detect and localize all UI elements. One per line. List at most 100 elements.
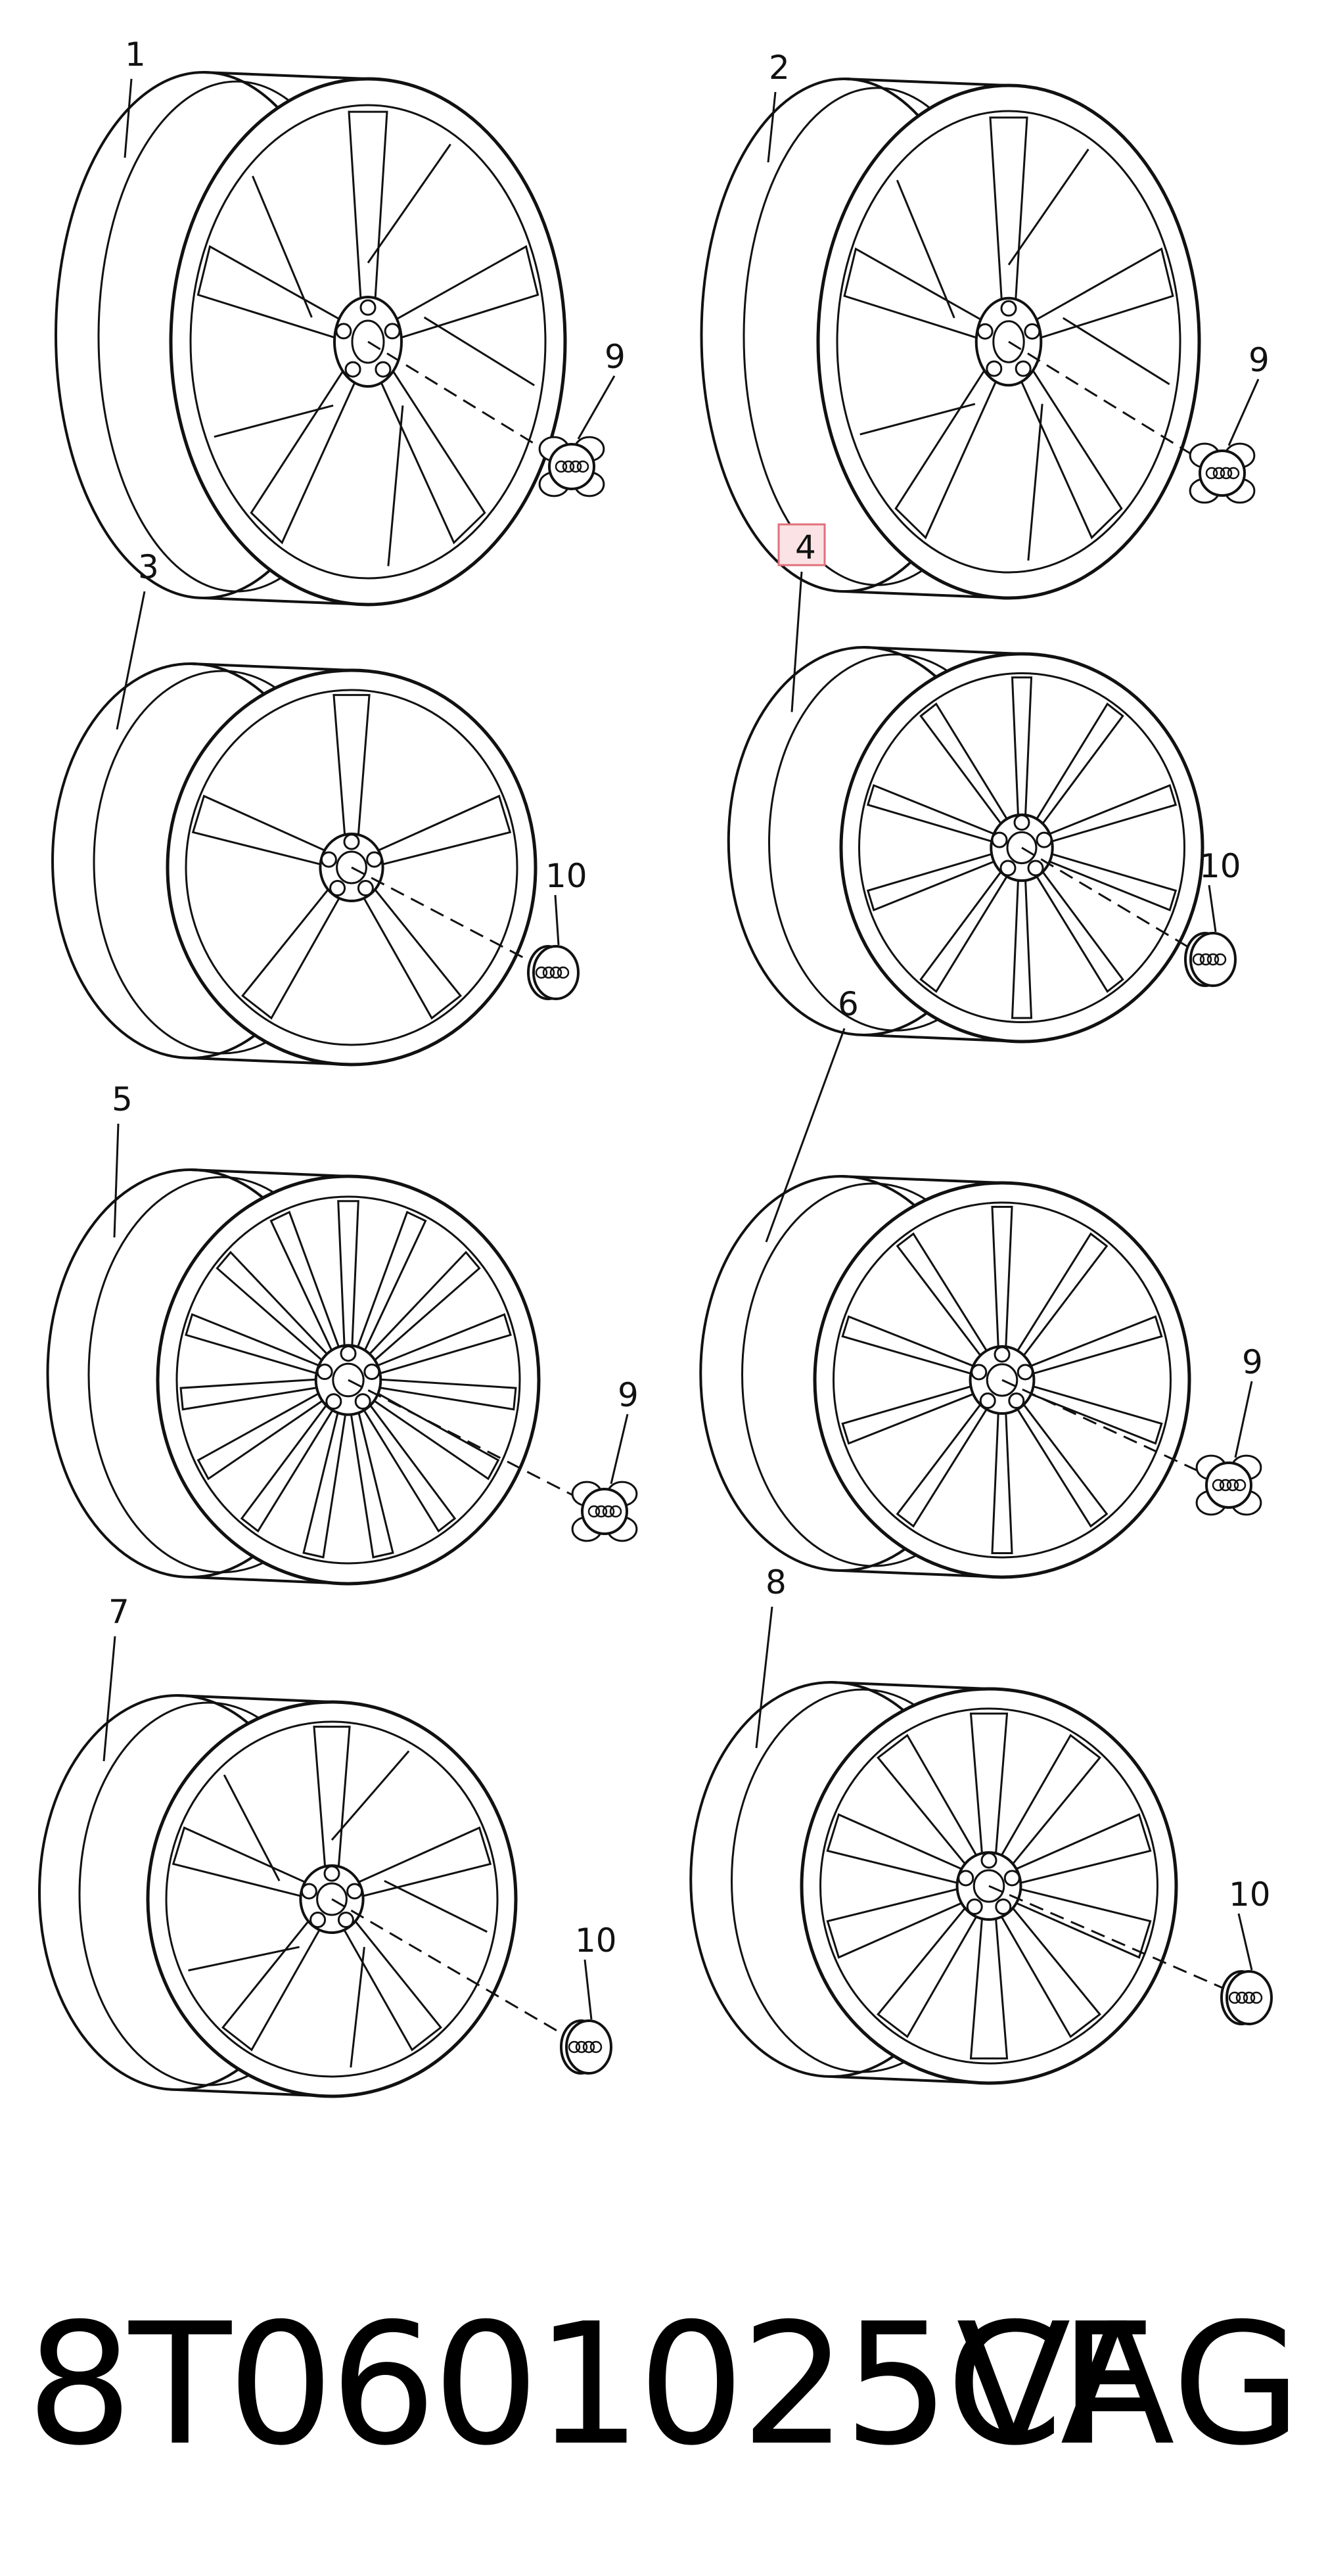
four-rings-logo [542, 966, 555, 979]
cap-body [548, 443, 595, 490]
lug-hole [966, 1898, 983, 1916]
lug-hole [300, 1883, 317, 1900]
leader-line [765, 1028, 846, 1243]
four-rings-logo [1220, 467, 1233, 480]
axis-line [1001, 1379, 1229, 1486]
lug-hole [971, 1364, 988, 1381]
center-cap-10 [1184, 932, 1237, 987]
four-rings-logo [609, 1505, 622, 1518]
spoke-branch [188, 1946, 300, 1971]
spoke-branch [367, 143, 451, 264]
wheel-7: 7 10 [38, 1593, 617, 2098]
center-cap-10 [527, 945, 580, 1000]
four-rings-logo [602, 1505, 615, 1518]
lug-hole [337, 1912, 354, 1929]
cap-label: 9 [1242, 1343, 1263, 1381]
rim-inner-lip [833, 1201, 1172, 1559]
axis-line [367, 340, 572, 468]
spoke-branch [252, 175, 313, 318]
lug-hole [335, 323, 352, 340]
leader-line [767, 91, 777, 163]
spoke-branch [223, 1774, 281, 1881]
lug-hole [1013, 814, 1030, 831]
lug-hole [329, 880, 346, 897]
leader-line [610, 1414, 629, 1484]
cap-body [565, 2019, 612, 2075]
part-label: 5 [112, 1080, 133, 1118]
cap-label: 9 [618, 1376, 639, 1414]
rim-inner-lip [819, 1707, 1158, 2065]
lug-hole [359, 299, 377, 316]
leader-line [1237, 1913, 1253, 1971]
lug-hole [344, 361, 361, 378]
lug-hole [325, 1393, 342, 1410]
four-rings-logo [575, 2040, 588, 2054]
center-cap-9 [1195, 1454, 1262, 1516]
leader-line [584, 1959, 593, 2020]
lug-hole [363, 1364, 380, 1381]
lug-hole [320, 851, 337, 868]
wheel-8: 810 [689, 1563, 1273, 2085]
lug-hole [1015, 360, 1032, 377]
four-rings-logo [1219, 1479, 1232, 1492]
lug-hole [1027, 860, 1044, 877]
four-rings-logo [576, 460, 589, 473]
rim-inner-lip [836, 110, 1181, 574]
lug-hole [1024, 323, 1041, 340]
lug-hole [1008, 1392, 1025, 1410]
four-rings-logo [549, 966, 562, 979]
cap-body [1225, 1970, 1273, 2025]
center-cap-9 [571, 1481, 638, 1542]
four-rings-logo [1226, 1479, 1239, 1492]
lug-hole [354, 1393, 371, 1410]
four-rings-logo [1199, 953, 1212, 966]
center-cap-10 [1220, 1970, 1273, 2025]
wheel-1: 19 [55, 35, 626, 607]
leader-line [103, 1636, 116, 1762]
four-rings-logo [1228, 1991, 1241, 2004]
leader-line [113, 1123, 120, 1238]
four-rings-logo [595, 1505, 608, 1518]
lug-hole [375, 361, 392, 378]
part-label: 2 [769, 49, 790, 87]
lug-hole [1036, 831, 1053, 848]
spoke-branch [1062, 317, 1170, 385]
leader-line [1234, 1381, 1253, 1458]
axis-line [1008, 340, 1223, 474]
four-rings-logo [1212, 1479, 1225, 1492]
cap-label: 10 [545, 857, 587, 895]
cap-body [1205, 1461, 1252, 1509]
spoke-branch [896, 179, 955, 319]
lug-hole [357, 880, 374, 897]
cap-body [1199, 449, 1246, 497]
lug-hole [1000, 300, 1017, 317]
part-label: 8 [766, 1563, 787, 1601]
leader-line [1227, 379, 1260, 446]
lug-hole [346, 1883, 363, 1900]
leader-line [790, 571, 803, 712]
lug-hole [366, 851, 383, 868]
part-label: 7 [108, 1593, 129, 1631]
four-rings-logo [1206, 953, 1220, 966]
leader-line [755, 1606, 773, 1749]
leader-line [124, 78, 133, 158]
lug-hole [991, 831, 1008, 848]
leader-line [554, 894, 560, 946]
part-label: 6 [838, 985, 859, 1023]
axis-line [348, 1379, 605, 1513]
lug-hole [309, 1912, 327, 1929]
cap-label: 9 [605, 338, 626, 376]
spoke-branch [1027, 403, 1043, 561]
four-rings-logo [555, 460, 568, 473]
center-cap-9 [538, 436, 605, 497]
four-rings-logo [568, 2040, 581, 2054]
lug-hole [999, 860, 1017, 877]
leader-line [1208, 885, 1217, 932]
four-rings-logo [1214, 953, 1227, 966]
spoke-branch [1007, 149, 1089, 265]
cap-label: 10 [575, 1921, 617, 1960]
lug-hole [384, 323, 401, 340]
four-rings-logo [1227, 467, 1240, 480]
four-rings-logo [1192, 953, 1205, 966]
